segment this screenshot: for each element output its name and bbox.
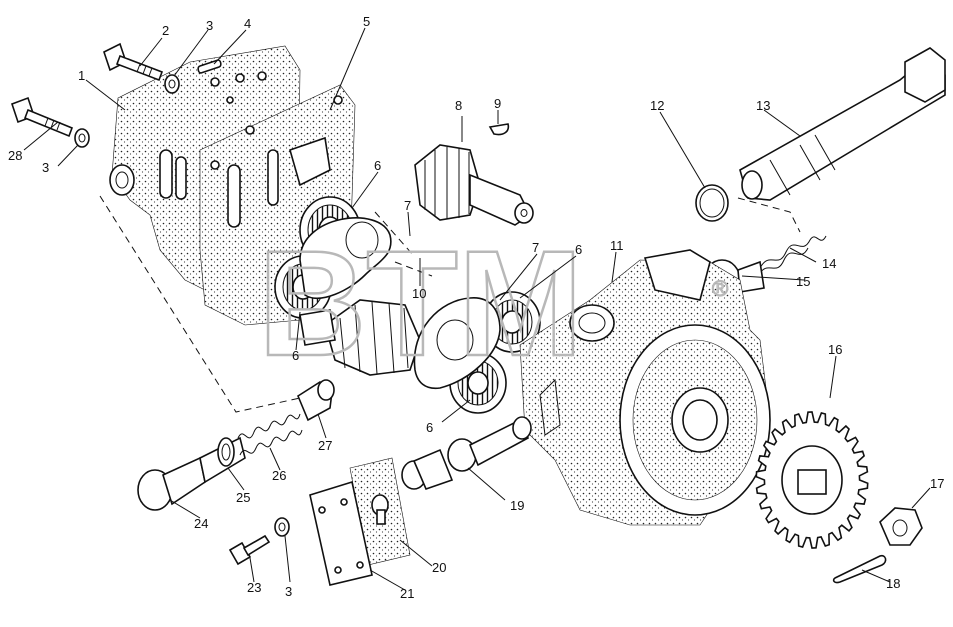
callout-3: 3: [206, 18, 213, 33]
callout-9: 9: [494, 96, 501, 111]
driven-gear-shaft: [299, 299, 421, 376]
callout-21: 21: [400, 586, 414, 601]
callout-26: 26: [272, 468, 286, 483]
callout-16: 16: [828, 342, 842, 357]
watermark-registered-mark: ®: [712, 276, 728, 301]
woodruff-key: [488, 123, 510, 136]
washer-left: [74, 128, 90, 148]
o-ring: [695, 184, 729, 222]
bearing-plate-lower: [413, 297, 501, 390]
relief-plunger: [297, 379, 335, 422]
callout-23: 23: [247, 580, 261, 595]
callout-10: 10: [412, 286, 426, 301]
callout-19: 19: [510, 498, 524, 513]
callout-24: 24: [194, 516, 208, 531]
bolt-left: [10, 96, 74, 138]
callout-6: 6: [374, 158, 381, 173]
cotter-pin: [832, 554, 887, 584]
callout-14: 14: [822, 256, 836, 271]
watermark-text: BTM: [258, 219, 583, 387]
cover-plate-gasket: [349, 457, 411, 566]
valve-sleeve: [739, 47, 946, 201]
callout-7: 7: [404, 198, 411, 213]
callout-6: 6: [292, 348, 299, 363]
leader-lines: [23, 27, 931, 591]
callout-15: 15: [796, 274, 810, 289]
callout-5: 5: [363, 14, 370, 29]
callout-12: 12: [650, 98, 664, 113]
washer-upper: [164, 74, 180, 94]
bearing-plate-upper: [299, 217, 392, 300]
callout-17: 17: [930, 476, 944, 491]
pump-drive-gear: [755, 411, 869, 549]
callout-2: 2: [162, 23, 169, 38]
callout-18: 18: [886, 576, 900, 591]
pump-body: [519, 249, 771, 526]
castle-nut: [879, 507, 923, 546]
spool-valve: [401, 416, 532, 490]
drive-gear-shaft: [414, 144, 534, 226]
valve-spring: [757, 235, 827, 277]
callout-7: 7: [532, 240, 539, 255]
callout-labels: 1 2 3 3 3 4 5 6 6 6 6 7 7 8 9 10 11 12 1…: [8, 14, 944, 601]
cover-plate: [309, 480, 373, 586]
callout-11: 11: [610, 238, 624, 253]
bolt-lower: [228, 534, 271, 566]
callout-6: 6: [575, 242, 582, 257]
callout-27: 27: [318, 438, 332, 453]
callout-6: 6: [426, 420, 433, 435]
callout-20: 20: [432, 560, 446, 575]
callout-1: 1: [78, 68, 85, 83]
callout-13: 13: [756, 98, 770, 113]
assembly-lines: [99, 195, 801, 413]
watermark: BTM ®: [257, 218, 729, 389]
bolt-upper: [103, 42, 164, 82]
sealing-ring: [217, 437, 235, 467]
washer-lower: [274, 517, 290, 537]
callout-3: 3: [285, 584, 292, 599]
relief-spring: [237, 413, 303, 456]
callout-3: 3: [42, 160, 49, 175]
callout-8: 8: [455, 98, 462, 113]
callout-25: 25: [236, 490, 250, 505]
callout-4: 4: [244, 16, 251, 31]
callout-28: 28: [8, 148, 22, 163]
